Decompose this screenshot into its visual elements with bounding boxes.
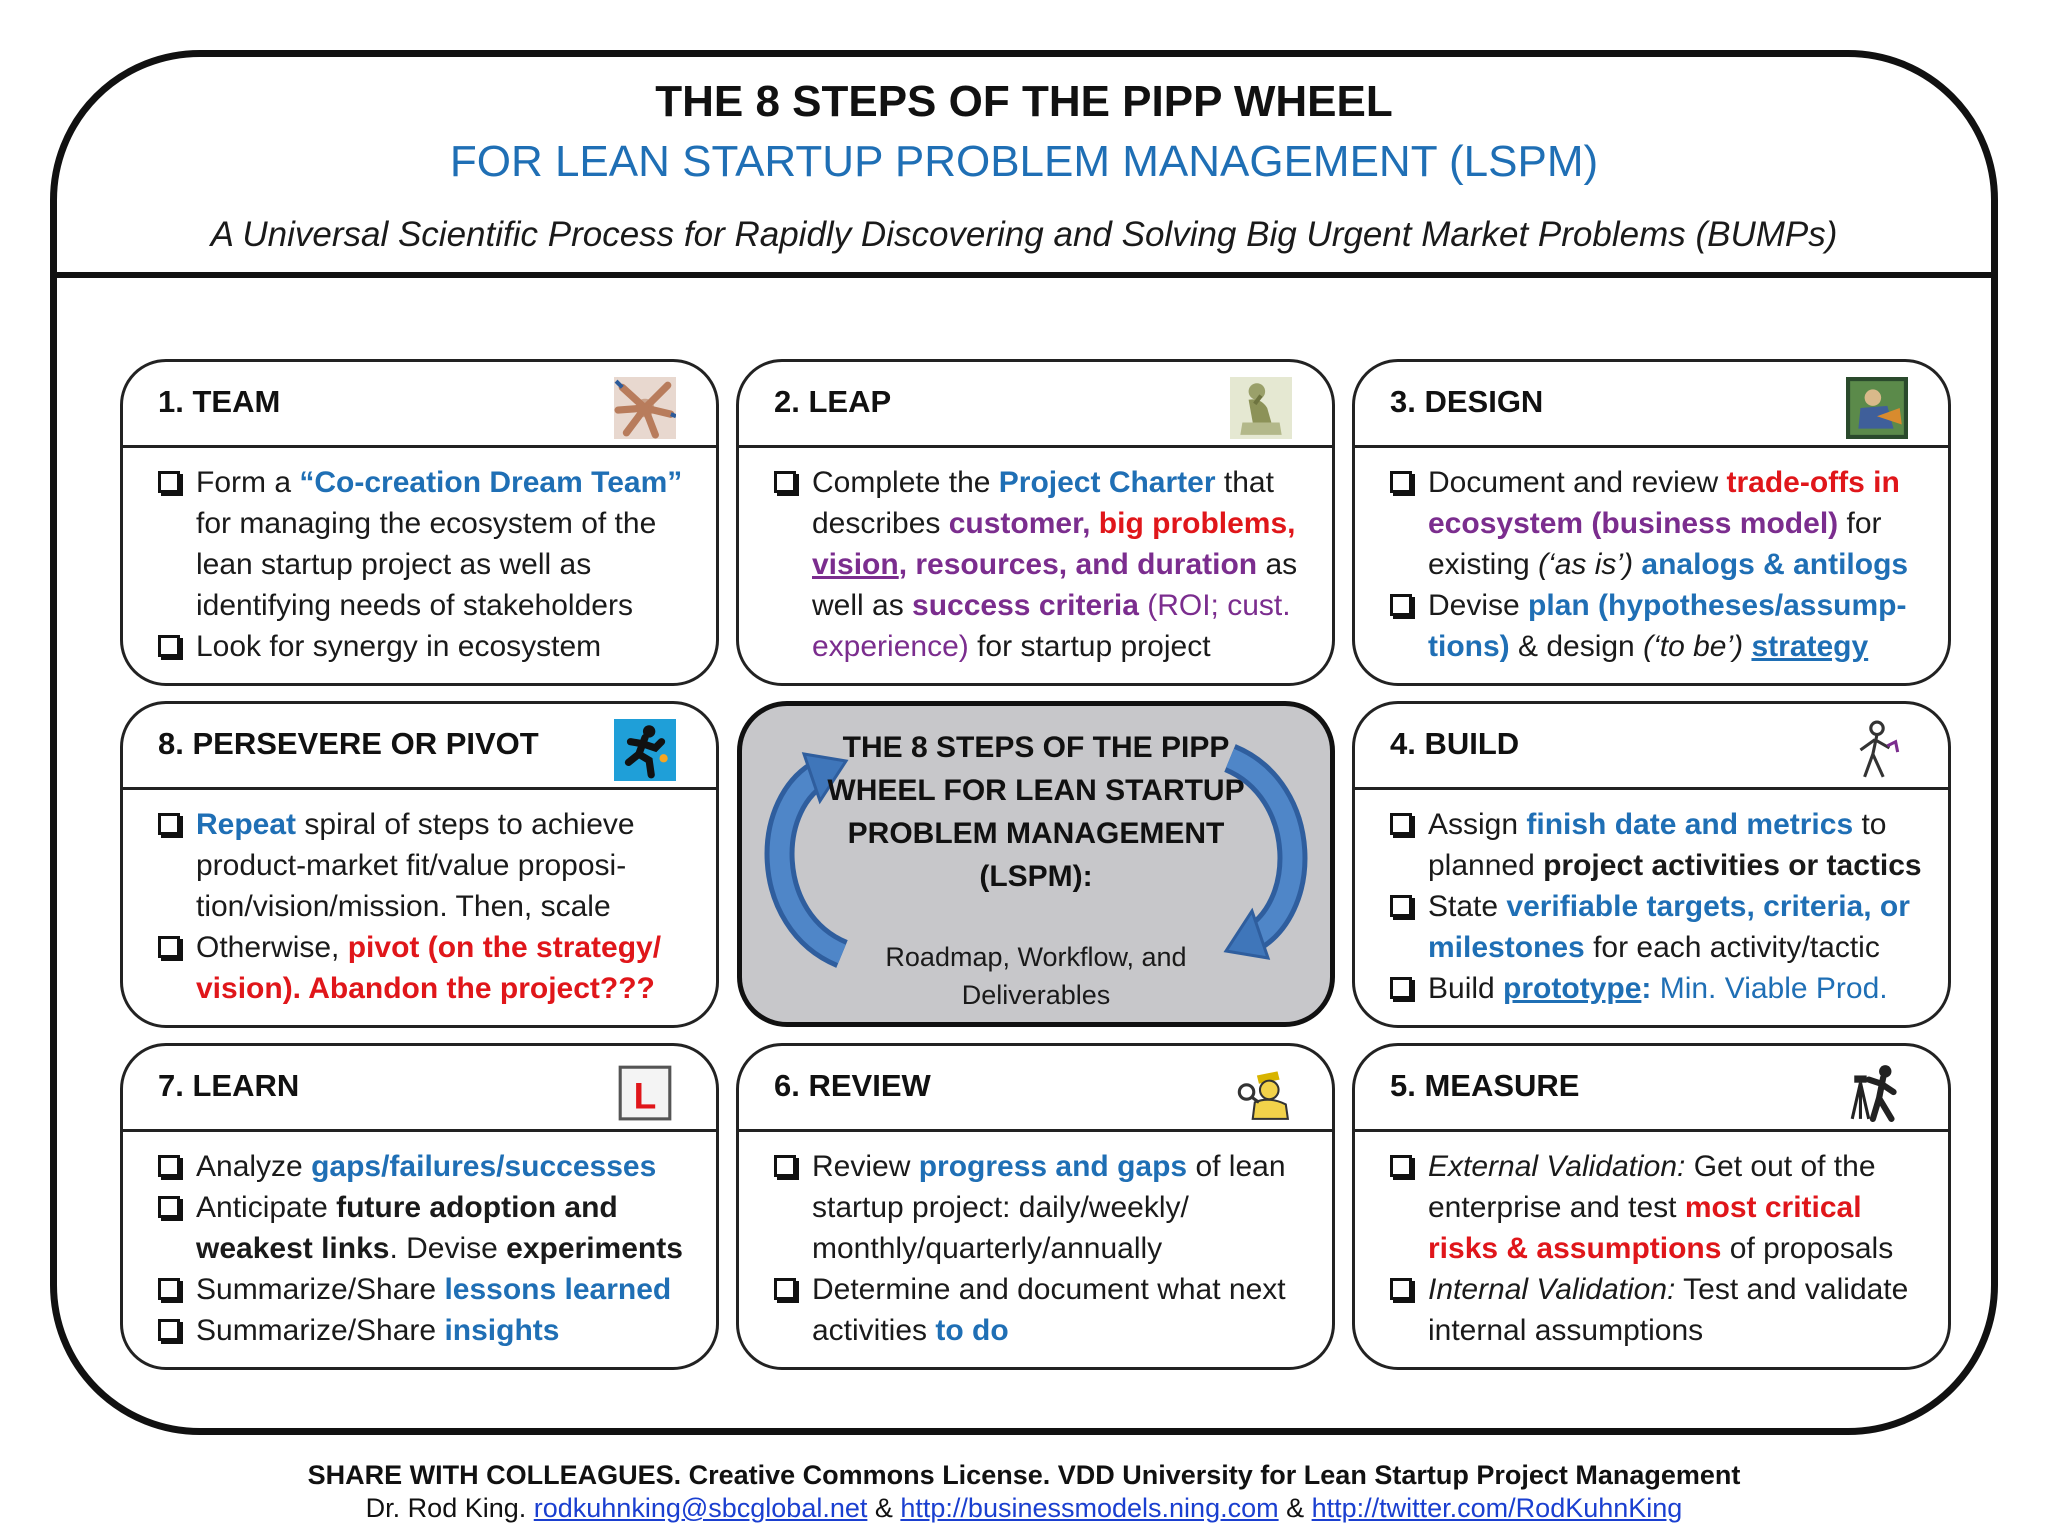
list-item: Determine and document what next activit… <box>774 1269 1312 1351</box>
card-body: Repeat spiral of steps to achieve produc… <box>158 804 696 1009</box>
email-link[interactable]: rodkuhnking@sbcglobal.net <box>533 1493 868 1523</box>
checkbox-icon <box>1390 1155 1412 1177</box>
step-card-review: 6. REVIEW Review progress and gaps of le… <box>736 1043 1335 1370</box>
checkbox-icon <box>158 635 180 657</box>
checkbox-icon <box>158 1196 180 1218</box>
learner-plate-icon: L <box>618 1065 672 1121</box>
checkbox-icon <box>1390 471 1412 493</box>
footer-credits: Dr. Rod King. rodkuhnking@sbcglobal.net … <box>365 1493 1683 1523</box>
cycle-arrows-icon <box>764 744 1308 968</box>
card-body: Analyze gaps/failures/successes Anticipa… <box>158 1146 696 1351</box>
checkbox-icon <box>774 1155 796 1177</box>
list-item: Build prototype: Min. Viable Prod. <box>1390 968 1928 1009</box>
card-body: Document and review trade-offs in ecosys… <box>1390 462 1928 667</box>
list-item: Look for synergy in ecosystem <box>158 626 696 667</box>
thinker-icon <box>1230 377 1292 439</box>
center-title: THE 8 STEPS OF THE PIPP WHEEL FOR LEAN S… <box>827 731 1245 893</box>
card-header: 7. LEARN L <box>123 1046 716 1132</box>
step-card-persevere-or-pivot: 8. PERSEVERE OR PIVOT Repeat spiral of s… <box>120 701 719 1028</box>
checkbox-icon <box>158 1278 180 1300</box>
list-item: Document and review trade-offs in ecosys… <box>1390 462 1928 585</box>
step-card-build: 4. BUILD Assign finish date and metrics … <box>1352 701 1951 1028</box>
team-hands-icon <box>614 377 676 439</box>
list-item: Summarize/Share lessons learned <box>158 1269 696 1310</box>
checkbox-icon <box>774 1278 796 1300</box>
card-header: 3. DESIGN <box>1355 362 1948 448</box>
list-item: Review progress and gaps of lean startup… <box>774 1146 1312 1269</box>
checkbox-icon <box>158 1155 180 1177</box>
header-divider <box>57 272 1991 278</box>
list-item: Internal Validation: Test and validate i… <box>1390 1269 1928 1351</box>
card-header: 4. BUILD <box>1355 704 1948 790</box>
card-title: 8. PERSEVERE OR PIVOT <box>158 726 539 761</box>
checkbox-icon <box>774 471 796 493</box>
surveyor-icon <box>1846 1061 1908 1123</box>
checkbox-icon <box>1390 813 1412 835</box>
list-item: Repeat spiral of steps to achieve produc… <box>158 804 696 927</box>
list-item: Form a “Co-creation Dream Team” for mana… <box>158 462 696 626</box>
card-title: 6. REVIEW <box>774 1068 931 1103</box>
step-card-design: 3. DESIGN Document and review trade-offs… <box>1352 359 1951 686</box>
center-subtitle: Roadmap, Workflow, and Deliverables <box>885 942 1187 1010</box>
checkbox-icon <box>1390 594 1412 616</box>
list-item: Devise plan (hypotheses/assump-tions) & … <box>1390 585 1928 667</box>
checkbox-icon <box>158 471 180 493</box>
list-item: Complete the Project Charter that descri… <box>774 462 1312 667</box>
card-body: External Validation: Get out of the ente… <box>1390 1146 1928 1351</box>
card-title: 7. LEARN <box>158 1068 300 1103</box>
magnifier-person-icon <box>1230 1061 1292 1123</box>
footer-author: Dr. Rod King. <box>365 1493 534 1523</box>
step-card-leap: 2. LEAP Complete the Project Charter tha… <box>736 359 1335 686</box>
twitter-link[interactable]: http://twitter.com/RodKuhnKing <box>1311 1493 1683 1523</box>
runner-icon <box>614 719 676 781</box>
card-body: Assign finish date and metrics to planne… <box>1390 804 1928 1009</box>
card-title: 3. DESIGN <box>1390 384 1544 419</box>
card-header: 1. TEAM <box>123 362 716 448</box>
ning-link[interactable]: http://businessmodels.ning.com <box>900 1493 1279 1523</box>
step-card-measure: 5. MEASURE External Validation: Get out … <box>1352 1043 1951 1370</box>
page-tagline: A Universal Scientific Process for Rapid… <box>210 215 1838 254</box>
page-subtitle: FOR LEAN STARTUP PROBLEM MANAGEMENT (LSP… <box>449 137 1599 186</box>
card-header: 5. MEASURE <box>1355 1046 1948 1132</box>
builder-figure-icon <box>1846 719 1908 781</box>
checkbox-icon <box>158 936 180 958</box>
list-item: Anticipate future adoption and weakest l… <box>158 1187 696 1269</box>
list-item: State verifiable targets, criteria, or m… <box>1390 886 1928 968</box>
checkbox-icon <box>158 813 180 835</box>
list-item: Otherwise, pivot (on the strategy/ visio… <box>158 927 696 1009</box>
card-header: 8. PERSEVERE OR PIVOT <box>123 704 716 790</box>
center-summary-box: THE 8 STEPS OF THE PIPP WHEEL FOR LEAN S… <box>737 701 1335 1027</box>
checkbox-icon <box>158 1319 180 1341</box>
card-header: 2. LEAP <box>739 362 1332 448</box>
checkbox-icon <box>1390 977 1412 999</box>
list-item: Analyze gaps/failures/successes <box>158 1146 696 1187</box>
card-body: Form a “Co-creation Dream Team” for mana… <box>158 462 696 667</box>
list-item: Assign finish date and metrics to planne… <box>1390 804 1928 886</box>
checkbox-icon <box>1390 1278 1412 1300</box>
card-body: Complete the Project Charter that descri… <box>774 462 1312 667</box>
footer-license: SHARE WITH COLLEAGUES. Creative Commons … <box>307 1460 1741 1490</box>
card-title: 4. BUILD <box>1390 726 1520 761</box>
card-header: 6. REVIEW <box>739 1046 1332 1132</box>
card-title: 5. MEASURE <box>1390 1068 1580 1103</box>
list-item: External Validation: Get out of the ente… <box>1390 1146 1928 1269</box>
card-title: 1. TEAM <box>158 384 281 419</box>
checkbox-icon <box>1390 895 1412 917</box>
svg-text:L: L <box>634 1075 657 1117</box>
step-card-learn: 7. LEARN L Analyze gaps/failures/success… <box>120 1043 719 1370</box>
list-item: Summarize/Share insights <box>158 1310 696 1351</box>
card-title: 2. LEAP <box>774 384 892 419</box>
card-body: Review progress and gaps of lean startup… <box>774 1146 1312 1351</box>
page-title: THE 8 STEPS OF THE PIPP WHEEL <box>655 77 1393 126</box>
designer-icon <box>1846 377 1908 439</box>
step-card-team: 1. TEAM Form a “Co-creation Dream Team” … <box>120 359 719 686</box>
